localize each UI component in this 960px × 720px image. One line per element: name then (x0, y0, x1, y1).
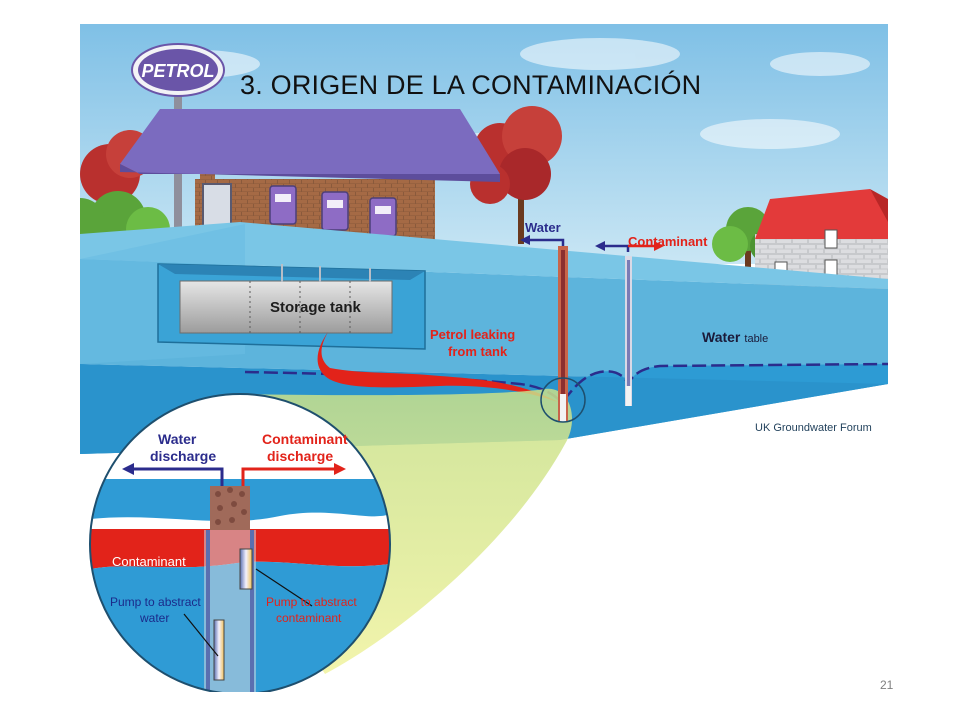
inset-detail: Water discharge Contaminant discharge Co… (89, 393, 391, 692)
storage-tank-label: Storage tank (270, 299, 362, 316)
inset-pump-contaminant-1: Pump to abstract (266, 595, 357, 609)
groundwater-contamination-diagram: PETROL (80, 24, 888, 692)
zoom-circle-marker (540, 377, 586, 423)
pump-water-leader (183, 613, 219, 657)
water-label: Water (525, 220, 561, 235)
pump-contaminant-leader (255, 568, 313, 607)
credit-text: UK Groundwater Forum (755, 422, 872, 434)
inset-water-discharge-1: Water (158, 431, 197, 447)
water-arrow (525, 238, 565, 246)
leak-label-line2: from tank (448, 344, 508, 359)
page-number: 21 (880, 678, 894, 692)
inset-contaminant-layer-label: Contaminant (112, 554, 186, 569)
slide-title: 3. ORIGEN DE LA CONTAMINACIÓN (240, 70, 702, 100)
ground-surface (80, 222, 888, 289)
contaminant-label: Contaminant (628, 234, 708, 249)
leak-label-line1: Petrol leaking (430, 327, 515, 342)
inset-contaminant-discharge-2: discharge (267, 448, 333, 464)
water-well (558, 246, 568, 422)
water-table-label-part2: table (744, 333, 768, 345)
inset-water-discharge-2: discharge (150, 448, 216, 464)
petrol-sign-text: PETROL (141, 61, 214, 81)
storage-tank (179, 280, 393, 334)
petrol-leak-plume (317, 332, 558, 402)
inset-pump-contaminant-2: contaminant (276, 611, 342, 625)
inset-contaminant-discharge-1: Contaminant (262, 431, 348, 447)
inset-pump-water-2: water (139, 611, 169, 625)
contaminant-well (625, 256, 632, 406)
inset-pump-water-1: Pump to abstract (110, 595, 201, 609)
water-table-label-part1: Water (702, 329, 741, 345)
